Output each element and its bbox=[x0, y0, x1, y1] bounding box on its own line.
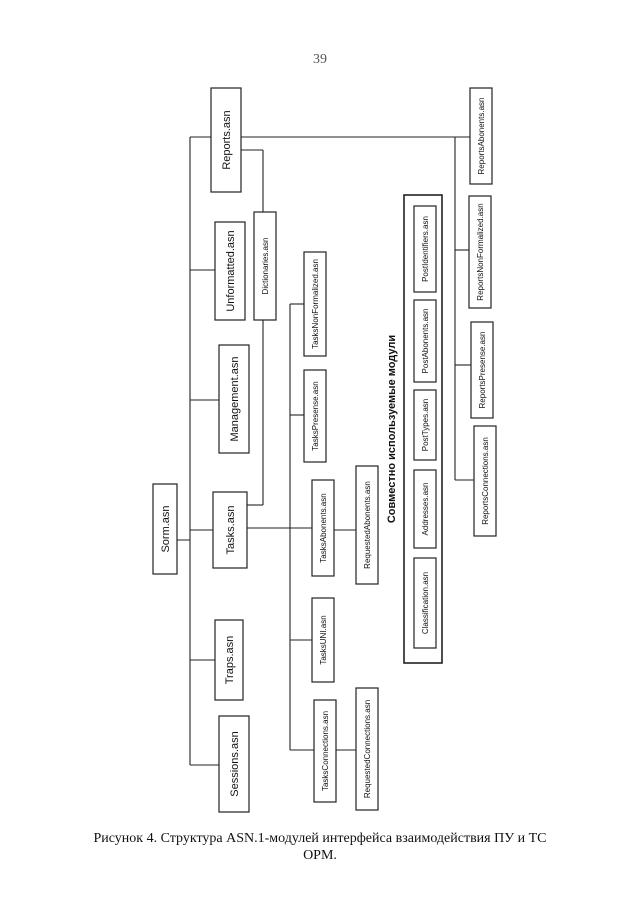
tasks-uni-box bbox=[311, 597, 335, 683]
classification-module-box bbox=[413, 557, 437, 649]
traps-module-label: Traps.asn bbox=[224, 636, 236, 685]
connector-lines bbox=[165, 136, 474, 766]
tasks-non-formalized-box bbox=[303, 251, 327, 357]
tasks-connections-box bbox=[313, 699, 337, 803]
reports-non-formalized-label: ReportsNonFormalized.asn bbox=[476, 203, 485, 300]
unformatted-module-label: Unformatted.asn bbox=[225, 230, 237, 311]
post-types-module-label: PostTypes.asn bbox=[421, 399, 430, 451]
post-abonents-module-box bbox=[413, 299, 437, 383]
reports-connections-label: ReportsConnections.asn bbox=[481, 437, 490, 525]
reports-presense-box bbox=[470, 321, 494, 419]
reports-module-label: Reports.asn bbox=[221, 110, 233, 169]
tasks-uni-label: TasksUNI.asn bbox=[319, 615, 328, 664]
reports-non-formalized-box bbox=[468, 195, 492, 309]
page-number: 39 bbox=[313, 52, 327, 67]
dictionaries-module-box bbox=[253, 211, 277, 321]
post-identifiers-module-label: PostIdentifiers.asn bbox=[421, 216, 430, 282]
caption-line-2: ОРМ. bbox=[303, 848, 337, 863]
addresses-module-label: Addresses.asn bbox=[421, 483, 430, 536]
tasks-abonents-label: TasksAbonents.asn bbox=[319, 493, 328, 562]
sorm-module-label: Sorm.asn bbox=[160, 505, 172, 552]
figure-caption: Рисунок 4. Структура ASN.1-модулей интер… bbox=[80, 830, 560, 864]
tasks-module-box bbox=[212, 491, 248, 569]
requested-abonents-box bbox=[355, 465, 379, 585]
sessions-module-label: Sessions.asn bbox=[229, 731, 241, 796]
requested-abonents-label: RequestedAbonents.asn bbox=[363, 481, 372, 569]
traps-module-box bbox=[214, 619, 244, 701]
tasks-presense-label: TasksPresense.asn bbox=[311, 381, 320, 450]
post-identifiers-module-box bbox=[413, 205, 437, 293]
addresses-module-box bbox=[413, 469, 437, 549]
tasks-connections-label: TasksConnections.asn bbox=[321, 711, 330, 791]
tasks-presense-box bbox=[303, 369, 327, 463]
tasks-non-formalized-label: TasksNonFormalized.asn bbox=[311, 259, 320, 349]
reports-connections-box bbox=[473, 425, 497, 537]
caption-line-1: Рисунок 4. Структура ASN.1-модулей интер… bbox=[93, 831, 547, 846]
tasks-abonents-box bbox=[311, 479, 335, 577]
reports-abonents-box bbox=[469, 87, 493, 185]
reports-module-box bbox=[210, 87, 242, 193]
sessions-module-box bbox=[218, 715, 250, 813]
reports-abonents-label: ReportsAbonents.asn bbox=[477, 98, 486, 175]
post-abonents-module-label: PostAbonents.asn bbox=[421, 309, 430, 374]
reports-presense-label: ReportsPresense.asn bbox=[478, 332, 487, 409]
requested-connections-label: RequestedConnections.asn bbox=[363, 700, 372, 798]
sorm-module-box bbox=[152, 483, 178, 575]
management-module-box bbox=[218, 344, 250, 454]
tasks-module-label: Tasks.asn bbox=[225, 506, 237, 555]
management-module-label: Management.asn bbox=[229, 357, 241, 442]
post-types-module-box bbox=[413, 389, 437, 461]
shared-modules-frame bbox=[403, 194, 443, 664]
classification-module-label: Classification.asn bbox=[421, 572, 430, 634]
shared-modules-title: Совместно используемые модули bbox=[386, 335, 398, 523]
requested-connections-box bbox=[355, 687, 379, 811]
dictionaries-module-label: Dictionaries.asn bbox=[261, 238, 270, 295]
unformatted-module-box bbox=[214, 221, 246, 321]
